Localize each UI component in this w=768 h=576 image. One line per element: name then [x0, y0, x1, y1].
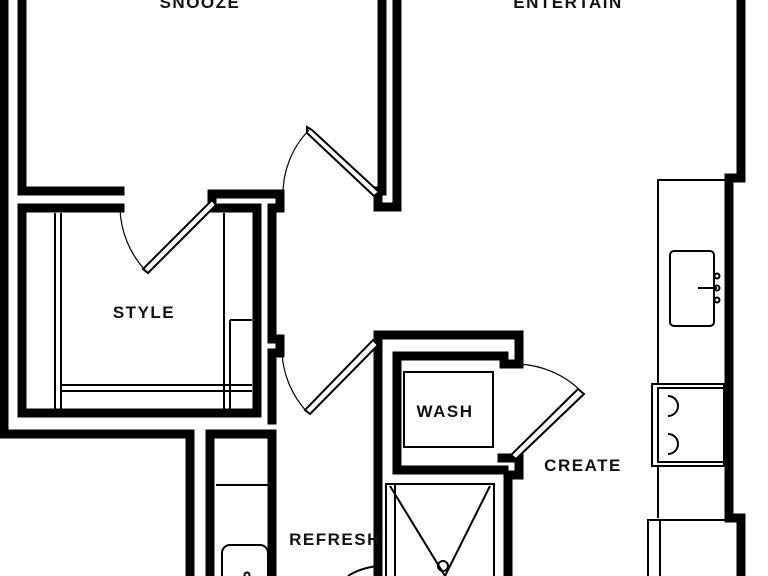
bathroom-walls	[205, 429, 495, 576]
cooktop-icon	[651, 383, 725, 467]
sink-icon	[221, 544, 269, 576]
exterior-walls	[0, 0, 746, 576]
room-label-entertain: ENTERTAIN	[513, 0, 623, 12]
doors	[119, 125, 586, 461]
laundry-walls	[373, 330, 524, 576]
closet-walls	[17, 189, 285, 425]
kitchen-counter	[647, 179, 729, 576]
room-label-refresh: REFRESH	[289, 530, 381, 549]
room-label-snooze: SNOOZE	[160, 0, 241, 12]
bedroom-walls	[17, 0, 402, 212]
bath-sink	[221, 544, 269, 576]
closet-door[interactable]	[119, 198, 218, 275]
laundry-door[interactable]	[509, 363, 586, 461]
room-label-create: CREATE	[544, 456, 622, 475]
bathroom-door[interactable]	[281, 338, 380, 416]
kitchen-sink	[669, 250, 721, 327]
room-label-wash: WASH	[417, 402, 474, 421]
room-label-style: STYLE	[113, 303, 175, 322]
bedroom-door[interactable]	[282, 125, 381, 198]
drain-icon	[437, 560, 449, 572]
washer-icon	[403, 371, 494, 448]
